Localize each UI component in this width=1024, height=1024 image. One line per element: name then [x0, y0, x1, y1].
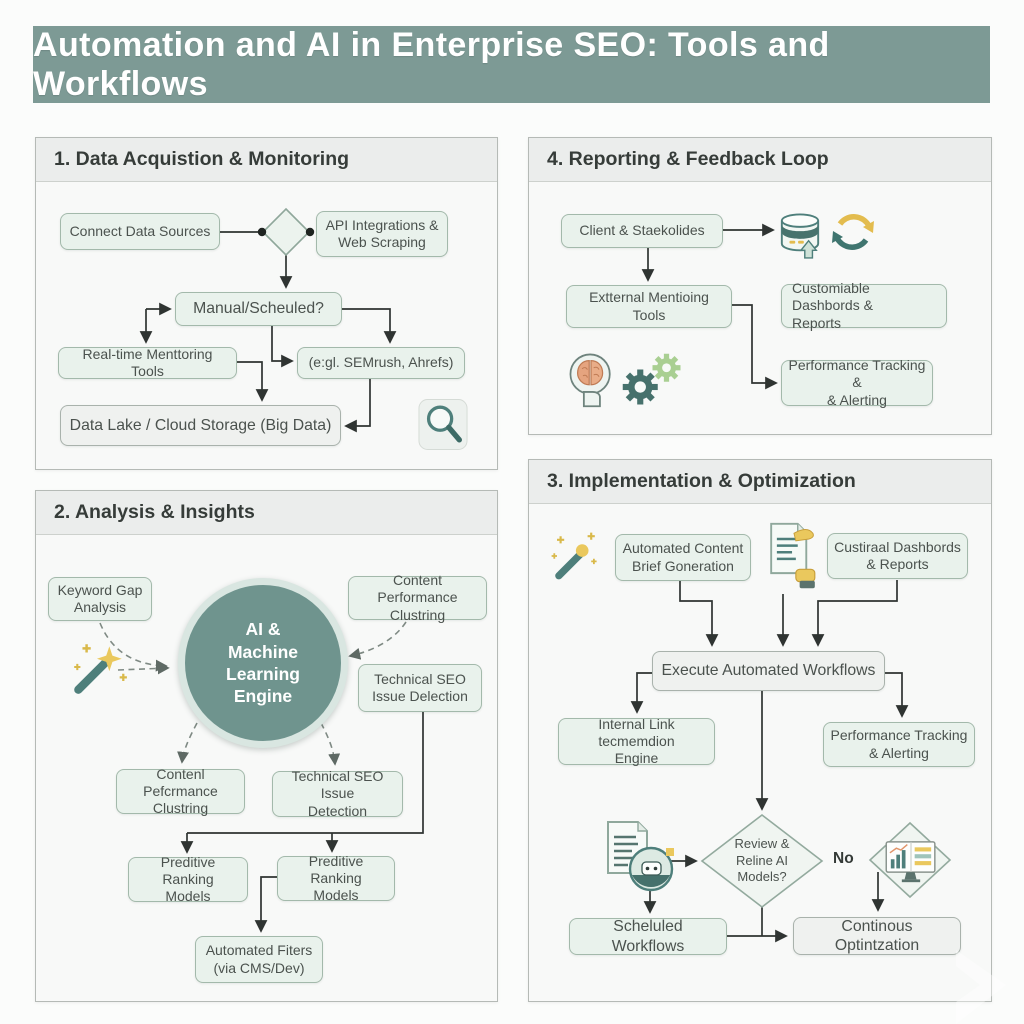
chart-monitor-icon: [885, 841, 936, 883]
node-performance-tracking-reporting: Performance Tracking & & Alerting: [781, 357, 933, 408]
gears-icon: [622, 353, 681, 405]
node-custom-dashboards: Custiraal Dashbords & Reports: [827, 533, 968, 579]
document-hand-icon: [770, 522, 816, 589]
node-content-performance-bottom: Contenl Pefcrmance Clustring: [116, 766, 245, 816]
node-connect-data-sources: Connect Data Sources: [60, 213, 220, 250]
refresh-icon: [832, 214, 874, 250]
no-branch-label: No: [833, 850, 854, 867]
page-title: Automation and AI in Enterprise SEO: Too…: [33, 25, 830, 103]
panel-data-acquisition-header: 1. Data Acquistion & Monitoring: [36, 138, 497, 182]
node-predictive-ranking-right: Preditive Ranking Models: [277, 853, 395, 903]
panel-analysis-insights-header: 2. Analysis & Insights: [36, 491, 497, 535]
node-internal-link-engine: Internal Link tecmemdion Engine: [558, 716, 715, 766]
panel-2-title: 2. Analysis & Insights: [54, 501, 255, 523]
panel-4-title: 4. Reporting & Feedback Loop: [547, 148, 829, 170]
document-robot-icon: [607, 821, 674, 892]
magic-wand-icon-analysis: [74, 644, 127, 694]
panel-1-title: 1. Data Acquistion & Monitoring: [54, 148, 350, 170]
node-automated-content-brief: Automated Content Brief Goneration: [615, 534, 751, 581]
node-continuous-optimization: Continous Optintzation: [793, 917, 961, 955]
panel-reporting-feedback-header: 4. Reporting & Feedback Loop: [529, 138, 991, 182]
node-review-refine: Review & Reline AI Models?: [734, 835, 790, 885]
ml-engine-circle: AI & Machine Learning Engine: [178, 578, 348, 748]
panel-3-title: 3. Implementation & Optimization: [547, 470, 856, 492]
brain-head-icon: [569, 353, 611, 408]
node-automated-filters: Automated Fiters (via CMS/Dev): [195, 936, 323, 983]
node-data-lake: Data Lake / Cloud Storage (Big Data): [60, 405, 341, 446]
node-performance-tracking-implementation: Performance Tracking & Alerting: [823, 722, 975, 767]
magnifier-icon: [418, 399, 468, 450]
node-keyword-gap: Keyword Gap Analysis: [48, 577, 152, 621]
node-scheduled-workflows: Scheluled Workflows: [569, 918, 727, 955]
node-predictive-ranking-left: Preditive Ranking Models: [128, 854, 248, 904]
magic-wand-icon-implementation: [551, 532, 597, 580]
node-external-monitoring: Extternal Mentioing Tools: [566, 285, 732, 328]
node-technical-seo-right: Technical SEO Issue Delection: [358, 664, 482, 712]
node-semrush-ahrefs: (e:gl. SEMrush, Ahrefs): [297, 347, 465, 379]
node-customizable-dashboards: Customiable Dashbords & Reports: [781, 280, 947, 331]
database-icon: [780, 213, 820, 259]
node-technical-seo-bottom: Technical SEO Issue Detection: [272, 768, 403, 819]
node-realtime-monitoring: Real-time Menttoring Tools: [58, 346, 237, 379]
node-execute-workflows: Execute Automated Workflows: [652, 651, 885, 691]
node-manual-scheduled: Manual/Scheuled?: [175, 292, 342, 326]
panel-implementation-optimization-header: 3. Implementation & Optimization: [529, 460, 991, 504]
title-banner: Automation and AI in Enterprise SEO: Too…: [33, 26, 990, 103]
node-client-stakeholders: Client & Staekolides: [561, 214, 723, 248]
node-api-integrations: API Integrations & Web Scraping: [316, 211, 448, 257]
node-content-performance-top: Content Performance Clustring: [348, 572, 487, 623]
watermark-chevron-icon: [956, 950, 1006, 1024]
